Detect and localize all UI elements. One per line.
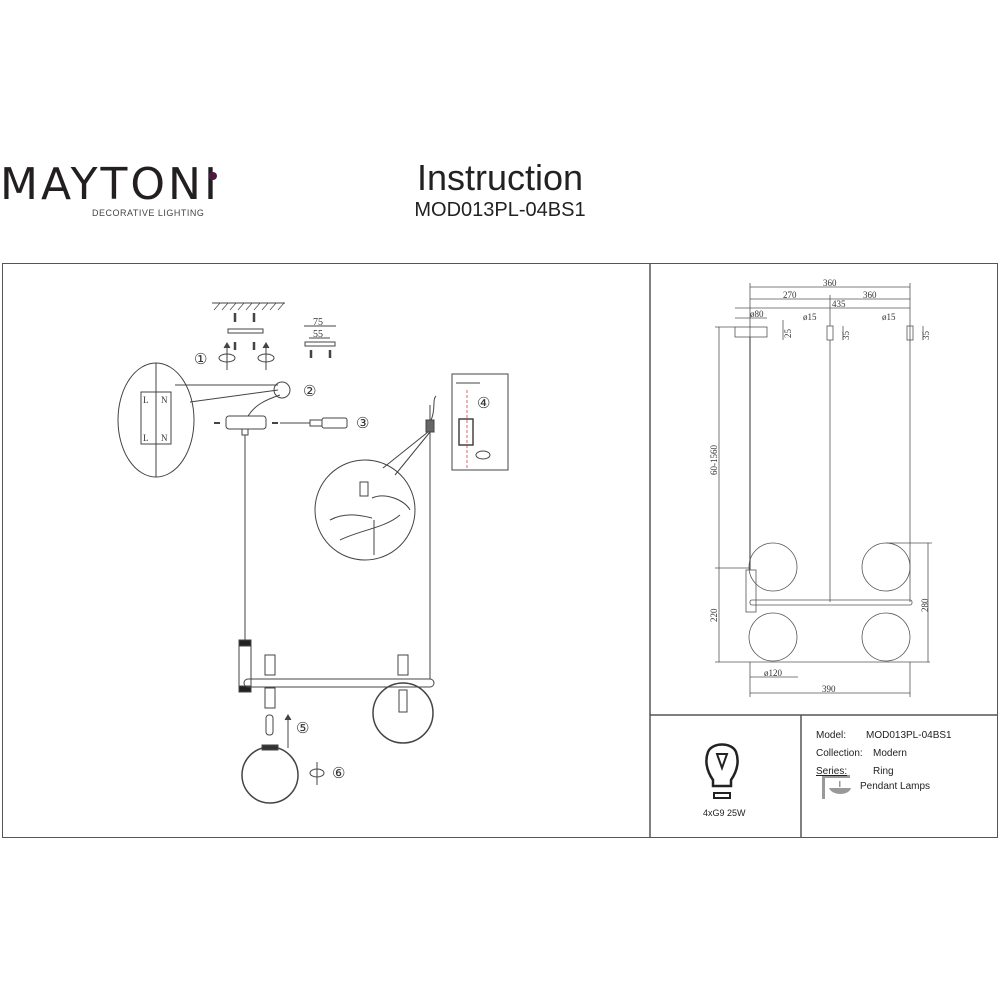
dimension-labels: 360 270 360 435 ø80 ø15 ø15 25 35 35 60-… (709, 278, 931, 694)
dim-lower-height: 220 (709, 608, 719, 622)
dim-canopy-diameter: ø80 (750, 309, 764, 319)
dim-anchor-diameter-1: ø15 (803, 312, 817, 322)
terminal-n: N (161, 395, 168, 405)
dim-suspension: 60-1560 (709, 445, 719, 475)
brand-dot (209, 172, 217, 180)
dim-anchor-height-1: 35 (841, 331, 851, 341)
bulb-spec: 4xG9 25W (703, 808, 746, 818)
collection-value: Modern (873, 748, 907, 759)
step-4-marker: ④ (477, 396, 490, 412)
step-1-marker: ① (194, 352, 207, 368)
brand-tagline: DECORATIVE LIGHTING (92, 208, 205, 218)
dim-offset-a: 270 (783, 290, 797, 300)
model-label: Model: (816, 730, 847, 741)
model-value: MOD013PL-04BS1 (866, 730, 952, 741)
dim-width: 390 (822, 684, 836, 694)
bulb-icon (705, 743, 739, 799)
brand-name: MAYTONI (0, 159, 220, 210)
brand-logo: MAYTONI DECORATIVE LIGHTING (0, 159, 222, 218)
document-header: Instruction MOD013PL-04BS1 (380, 158, 620, 222)
series-value: Ring (873, 766, 894, 777)
assembly-diagram: 75 55 L N L N (117, 302, 509, 804)
terminal-n: N (161, 433, 168, 443)
collection-label: Collection: (816, 748, 863, 759)
dim-offset-b: 360 (863, 290, 877, 300)
step-3-marker: ③ (356, 416, 369, 432)
plate-dim-inner: 55 (313, 329, 323, 340)
dim-span: 435 (832, 299, 846, 309)
step-2-marker: ② (303, 384, 316, 400)
dim-overall-top: 360 (823, 278, 837, 288)
step-markers: ① ② ③ ④ ⑤ ⑥ (194, 352, 490, 782)
model-number: MOD013PL-04BS1 (414, 199, 586, 221)
lamp-type: Pendant Lamps (860, 781, 931, 792)
pendant-lamp-icon (822, 775, 851, 799)
dim-canopy-height: 25 (783, 329, 793, 339)
terminal-l: L (143, 395, 149, 405)
dim-anchor-height-2: 35 (921, 331, 931, 341)
step-6-marker: ⑥ (332, 766, 345, 782)
instruction-frame (2, 263, 998, 838)
plate-dim-outer: 75 (313, 317, 323, 328)
dim-anchor-diameter-2: ø15 (882, 312, 896, 322)
step-5-marker: ⑤ (296, 721, 309, 737)
series-label: Series: (816, 766, 848, 777)
dim-shade-height: 280 (920, 598, 930, 612)
dimension-diagram (715, 283, 932, 697)
terminal-l: L (143, 433, 149, 443)
page-title: Instruction (416, 157, 584, 198)
dim-globe-diameter: ø120 (764, 668, 783, 678)
